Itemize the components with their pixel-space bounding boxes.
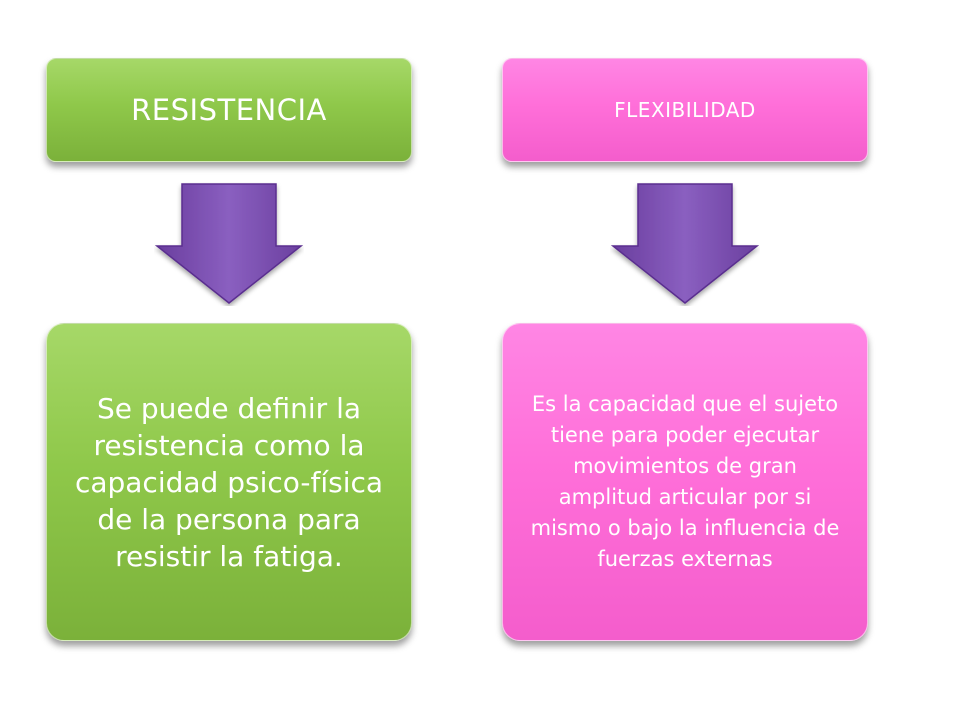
down-arrow-icon [610,183,760,304]
flexibilidad-description-box: Es la capacidad que el sujeto tiene para… [502,323,868,641]
resistencia-heading-text: RESISTENCIA [131,93,327,127]
down-arrow-icon [154,183,304,304]
resistencia-description-text: Se puede definir la resistencia como la … [74,391,384,573]
flexibilidad-description-text: Es la capacidad que el sujeto tiene para… [530,392,840,571]
flexibilidad-heading-box: FLEXIBILIDAD [502,58,868,162]
resistencia-heading-box: RESISTENCIA [46,58,412,162]
resistencia-description-box: Se puede definir la resistencia como la … [46,323,412,641]
flexibilidad-heading-text: FLEXIBILIDAD [614,98,756,122]
